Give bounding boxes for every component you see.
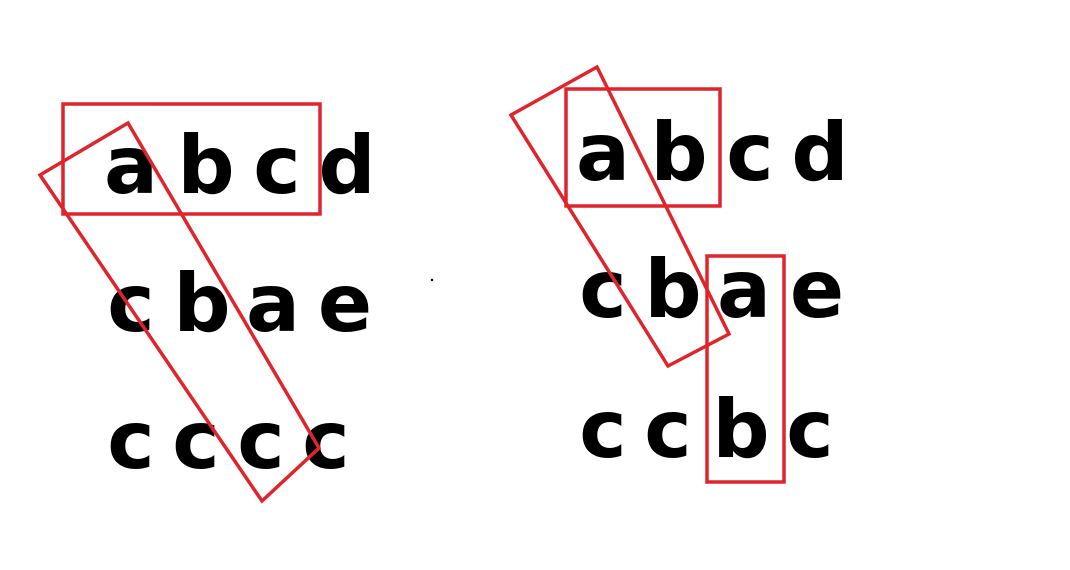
- right-cell-r3-c2: c: [644, 383, 691, 476]
- left-diagonal-highlight-box: [37, 120, 322, 504]
- annotation-marks: [37, 64, 786, 504]
- left-cell-r1-c2: b: [177, 119, 234, 212]
- left-cell-r3-c4: c: [302, 394, 349, 487]
- left-cell-r1-c3: c: [253, 119, 300, 212]
- right-cell-r1-c4: d: [791, 106, 848, 199]
- right-cell-r1-c1: a: [576, 106, 630, 199]
- right-cell-r2-c4: e: [790, 243, 844, 336]
- right-cell-r3-c1: c: [579, 383, 626, 476]
- right-column-highlight-box: [705, 254, 786, 484]
- right-row-highlight-box: [564, 87, 722, 208]
- left-cell-r1-c4: d: [318, 119, 375, 212]
- left-row-highlight-box: [61, 102, 322, 216]
- stray-dot: [430, 278, 434, 282]
- left-grid: a b c d c b a e c c c c: [104, 119, 376, 487]
- right-grid: a b c d c b a e c c b c: [576, 106, 849, 476]
- right-cell-r3-c3: b: [712, 383, 769, 476]
- right-cell-r2-c2: b: [644, 243, 701, 336]
- right-cell-r1-c2: b: [650, 106, 707, 199]
- left-cell-r2-c2: b: [173, 257, 230, 350]
- left-cell-r3-c3: c: [237, 394, 284, 487]
- right-cell-r2-c3: a: [717, 243, 771, 336]
- left-cell-r3-c2: c: [172, 394, 219, 487]
- left-cell-r1-c1: a: [104, 119, 158, 212]
- left-cell-r2-c4: e: [318, 257, 372, 350]
- right-cell-r1-c3: c: [726, 106, 773, 199]
- right-diagonal-highlight-box: [508, 64, 732, 369]
- left-cell-r3-c1: c: [107, 394, 154, 487]
- right-cell-r3-c4: c: [786, 383, 833, 476]
- left-cell-r2-c3: a: [246, 257, 300, 350]
